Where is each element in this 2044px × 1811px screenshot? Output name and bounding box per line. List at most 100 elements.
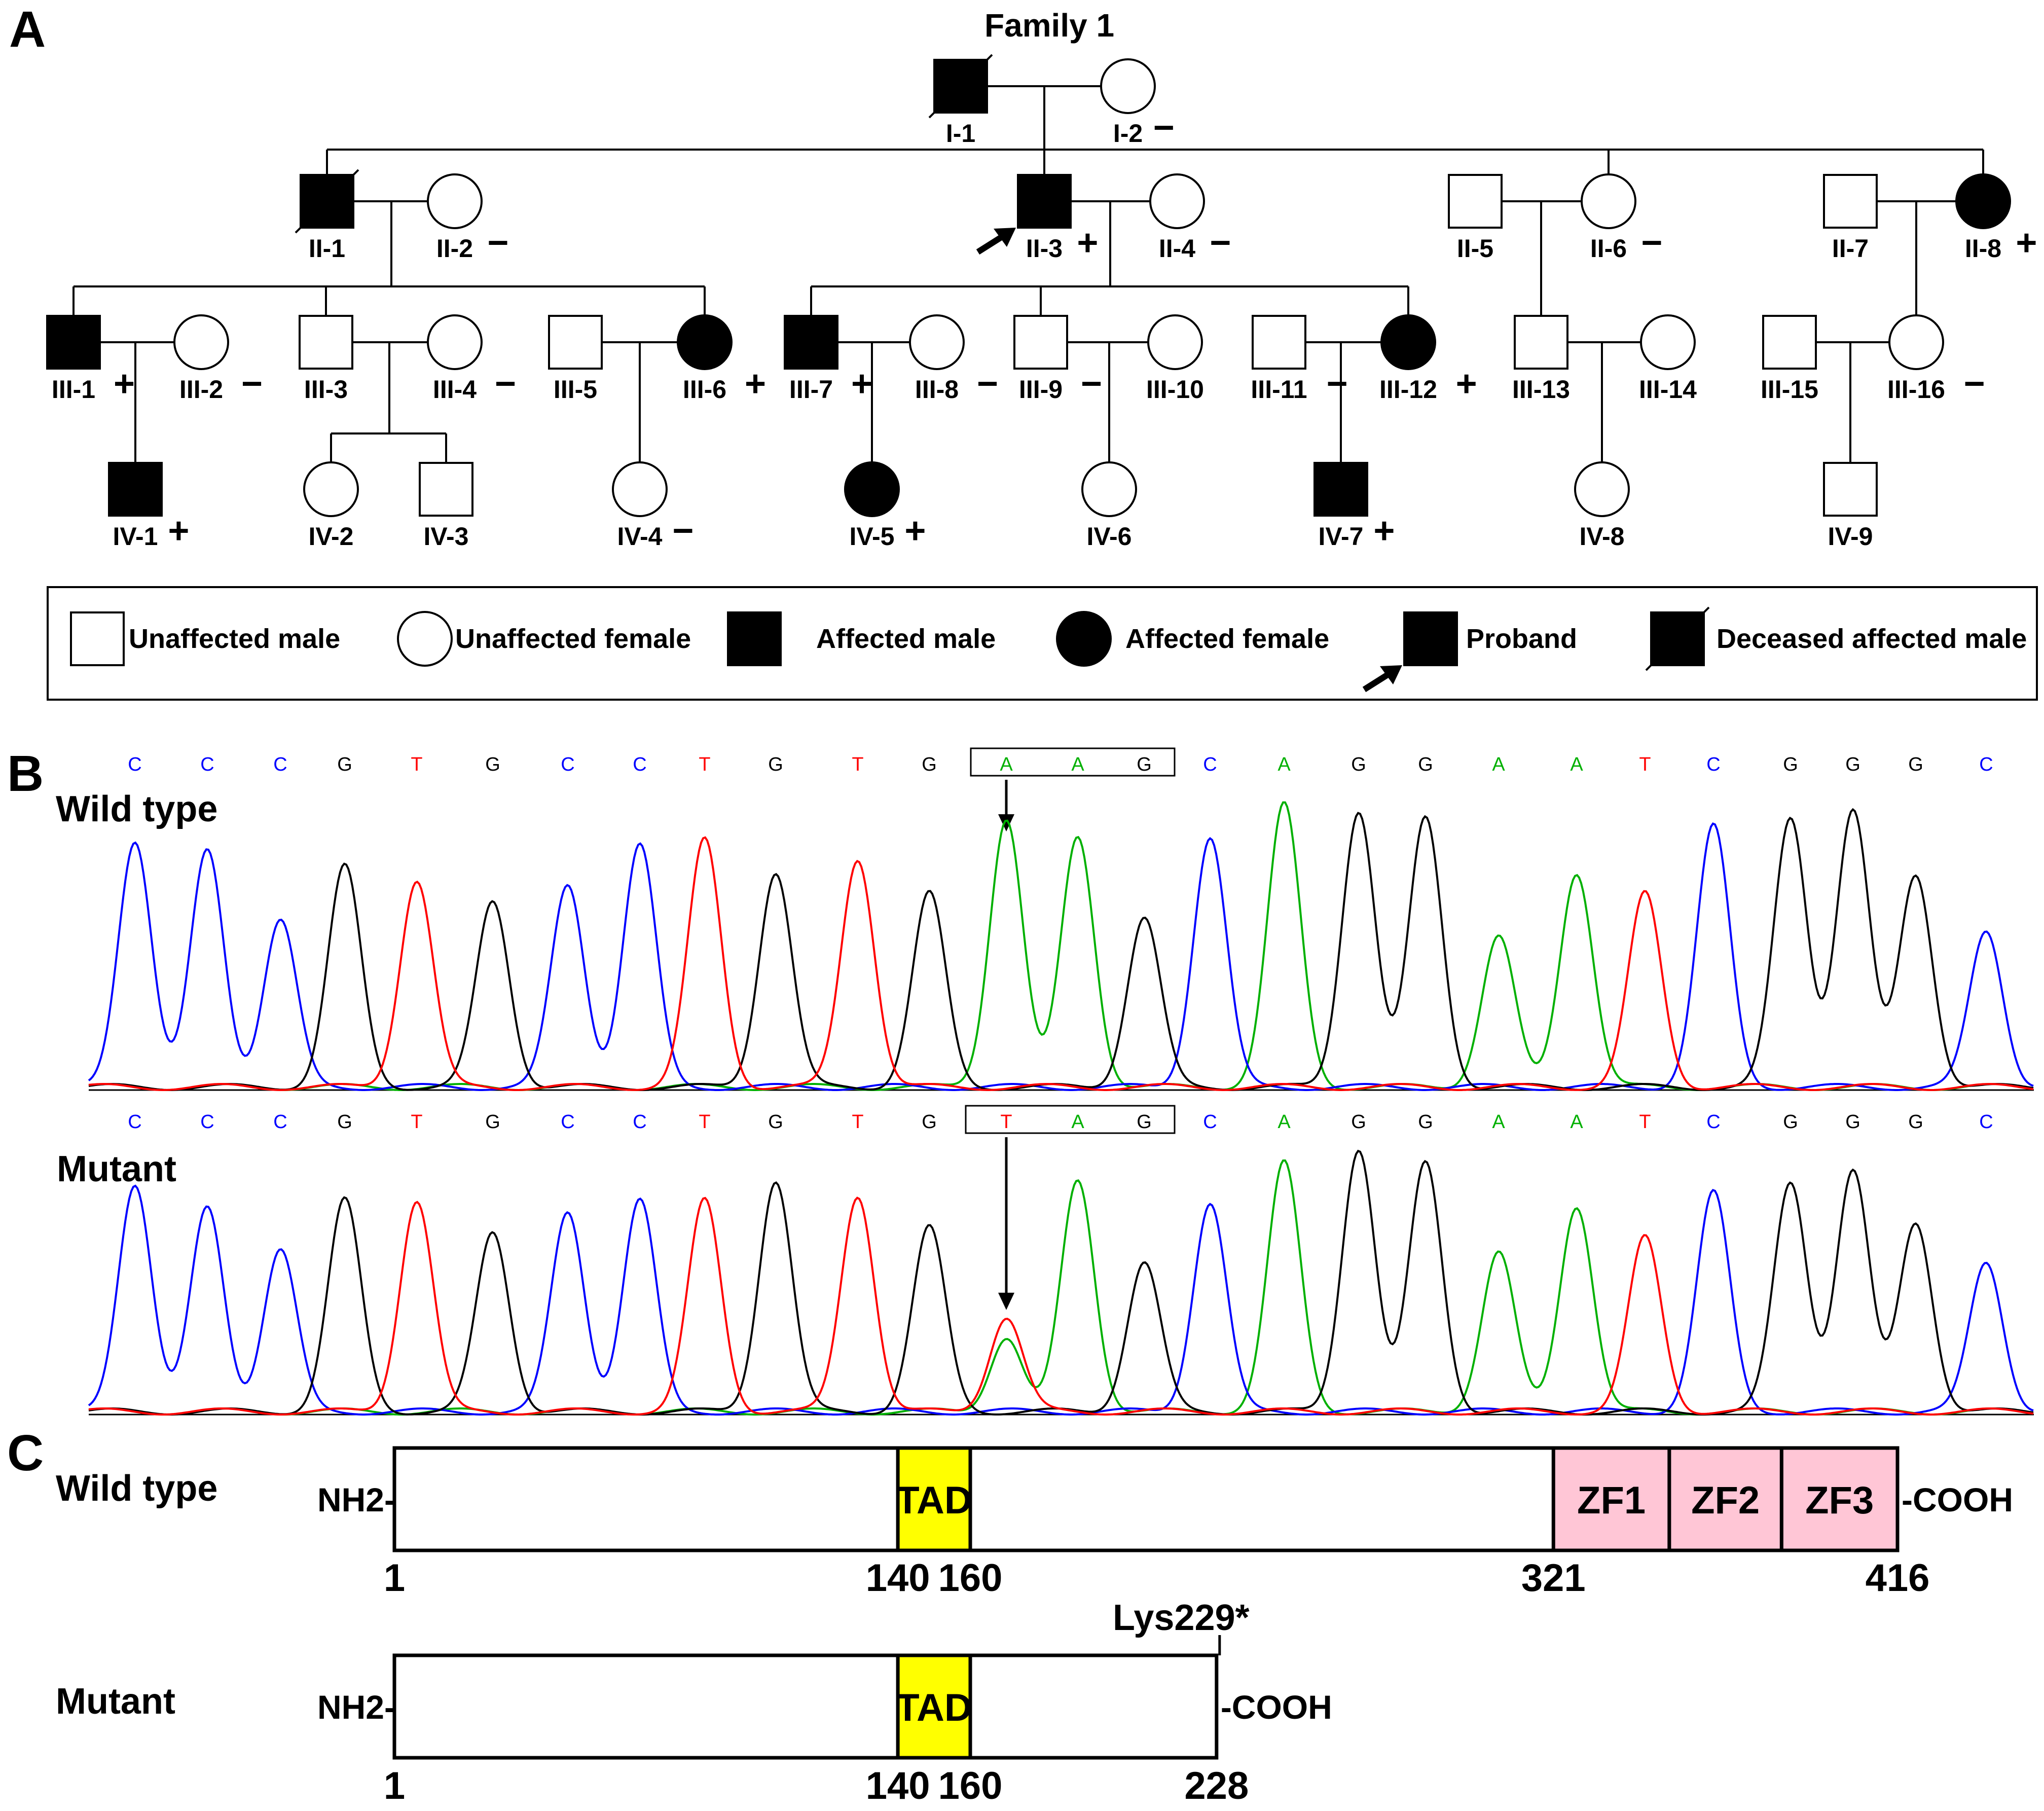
individual-iv-2-label: IV-2 (309, 522, 354, 551)
individual-iii-14-label: III-14 (1639, 375, 1697, 404)
individual-iii-15-label: III-15 (1761, 375, 1818, 404)
domain-tad (896, 1653, 972, 1760)
individual-ii-5-label: II-5 (1457, 234, 1493, 263)
legend-affected-female-label: Affected female (1125, 624, 1329, 654)
base-call-22: T (1639, 1111, 1651, 1133)
individual-iii-12-label: III-12 (1379, 375, 1437, 404)
individual-iii-1: III-1+ (46, 315, 135, 404)
individual-iii-9-label: III-9 (1019, 375, 1063, 404)
individual-iii-7: III-7+ (784, 315, 872, 404)
individual-iv-7: IV-7+ (1313, 462, 1395, 551)
individual-iii-10: III-10 (1146, 314, 1204, 404)
c-terminus-label: -COOH (1221, 1688, 1332, 1726)
individual-iii-2-genotype: − (241, 364, 263, 404)
base-call-22: T (1639, 754, 1651, 775)
individual-iv-3: IV-3 (419, 462, 473, 551)
individual-ii-6-circle (1581, 173, 1636, 229)
individual-iv-9-square (1823, 462, 1878, 517)
individual-i-1-deceased-slash (928, 54, 993, 119)
base-call-21: A (1570, 1111, 1583, 1133)
base-call-25: G (1845, 1111, 1860, 1133)
legend-deceased-affected-male-label: Deceased affected male (1717, 624, 2027, 654)
individual-iii-15: III-15 (1761, 315, 1818, 404)
individual-iii-16-label: III-16 (1887, 375, 1945, 404)
base-call-8: C (633, 754, 646, 775)
domain-label-tad: TAD (896, 1479, 972, 1522)
individual-i-1-label: I-1 (946, 119, 975, 148)
individual-iii-4-circle (427, 314, 483, 370)
trace-t (88, 836, 2034, 1091)
base-call-23: C (1706, 1111, 1720, 1133)
position-tick-140: 140 (866, 1764, 930, 1807)
individual-iii-4-genotype: − (495, 364, 516, 404)
codon-box (970, 747, 1176, 777)
mutation-label: Lys229* (1113, 1598, 1250, 1638)
base-call-27: C (1979, 1111, 1993, 1133)
individual-ii-7-label: II-7 (1832, 234, 1869, 263)
individual-iv-7-label: IV-7 (1319, 522, 1364, 551)
individual-ii-3-genotype: + (1077, 223, 1098, 263)
individual-iii-9-genotype: − (1081, 364, 1102, 404)
base-call-23: C (1706, 754, 1720, 775)
individual-iii-12: III-12+ (1379, 314, 1477, 404)
individual-ii-6-genotype: − (1641, 223, 1662, 263)
individual-ii-2-label: II-2 (436, 234, 473, 263)
individual-ii-8-label: II-8 (1965, 234, 2001, 263)
base-call-2: C (200, 1111, 214, 1133)
individual-ii-3-label: II-3 (1026, 234, 1063, 263)
trace-t (88, 1197, 2034, 1416)
domain-zf2 (1667, 1446, 1783, 1552)
individual-ii-5: II-5 (1448, 174, 1503, 263)
legend-deceased-affected-male-deceased-slash (1645, 606, 1710, 671)
individual-iv-8-circle (1574, 461, 1630, 517)
c-terminus-label: -COOH (1902, 1481, 2013, 1518)
individual-iii-1-genotype: + (114, 364, 135, 404)
panel-a-label: A (9, 1, 46, 58)
individual-iv-8: IV-8 (1574, 461, 1630, 551)
individual-ii-3-proband-arrow (976, 228, 1016, 255)
individual-iv-8-label: IV-8 (1580, 522, 1625, 551)
base-call-11: T (852, 1111, 863, 1133)
base-call-14: A (1071, 754, 1084, 775)
legend-deceased-affected-male: Deceased affected male (1645, 606, 2027, 671)
individual-iii-7-label: III-7 (789, 375, 833, 404)
individual-ii-4-label: II-4 (1159, 234, 1195, 263)
individual-iii-3-label: III-3 (304, 375, 348, 404)
position-tick-1: 1 (384, 1556, 405, 1600)
individual-iii-11: III-11− (1251, 315, 1348, 404)
individual-iii-16: III-16− (1887, 314, 1985, 404)
individual-iv-3-label: IV-3 (424, 522, 469, 551)
pedigree-title: Family 1 (984, 7, 1114, 44)
legend-unaffected-female-circle (397, 611, 453, 667)
individual-iii-5-label: III-5 (554, 375, 597, 404)
individual-ii-4-genotype: − (1210, 223, 1231, 263)
individual-ii-1: II-1 (295, 169, 359, 263)
individual-iv-5-genotype: + (904, 511, 926, 551)
pedigree-lines (72, 85, 1984, 463)
individual-ii-6: II-6− (1581, 173, 1662, 263)
base-call-19: G (1418, 1111, 1433, 1133)
legend-proband: Proband (1362, 611, 1577, 693)
individual-iii-2-circle (173, 314, 229, 370)
domain-zf3 (1779, 1446, 1900, 1552)
individual-iii-7-square (784, 315, 838, 370)
position-tick-416: 416 (1866, 1556, 1930, 1600)
individual-ii-7: II-7 (1823, 174, 1878, 263)
base-call-10: G (768, 1111, 783, 1133)
individual-iii-9: III-9− (1013, 315, 1102, 404)
legend-affected-male-square (727, 611, 782, 666)
individual-ii-1-deceased-slash (295, 169, 359, 234)
trace-g (88, 1149, 2034, 1416)
individual-ii-8: II-8+ (1955, 173, 2037, 263)
trace-c (88, 822, 2034, 1091)
base-call-9: T (699, 1111, 710, 1133)
base-call-1: C (128, 754, 141, 775)
position-tick-1: 1 (384, 1764, 405, 1807)
individual-iii-10-circle (1147, 314, 1203, 370)
legend-unaffected-male-square (70, 611, 125, 666)
trace-a (88, 801, 2034, 1091)
individual-iii-8: III-8− (909, 314, 998, 404)
